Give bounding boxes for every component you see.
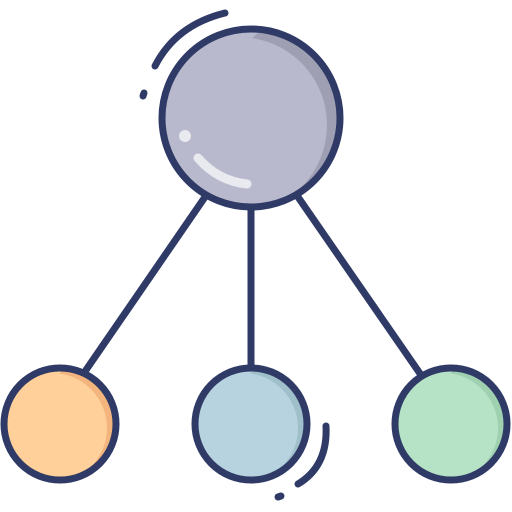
root-node [158, 25, 344, 211]
child-node-right [391, 364, 511, 484]
child-node-right-outline [391, 364, 511, 484]
child-node-middle-outline [191, 364, 311, 484]
connector-lines [82, 193, 425, 379]
child-node-left [0, 364, 120, 484]
child-node-right-face [395, 373, 498, 480]
root-motion-dot [139, 89, 148, 100]
connector-line-right [294, 193, 425, 379]
root-node-highlight-dot [179, 130, 191, 142]
child-motion-marks [274, 422, 330, 501]
child-node-left-face [4, 373, 107, 480]
root-motion-marks [139, 9, 229, 100]
child-motion-dot [274, 492, 285, 501]
child-node-middle-face [195, 373, 298, 480]
root-node-outline [158, 25, 344, 211]
root-motion-arc [151, 9, 229, 70]
child-node-middle [191, 364, 311, 484]
child-motion-arc [294, 422, 330, 488]
child-node-left-outline [0, 364, 120, 484]
root-node-highlight [193, 153, 252, 189]
root-node-face [162, 37, 327, 207]
connector-line-left [82, 193, 209, 374]
